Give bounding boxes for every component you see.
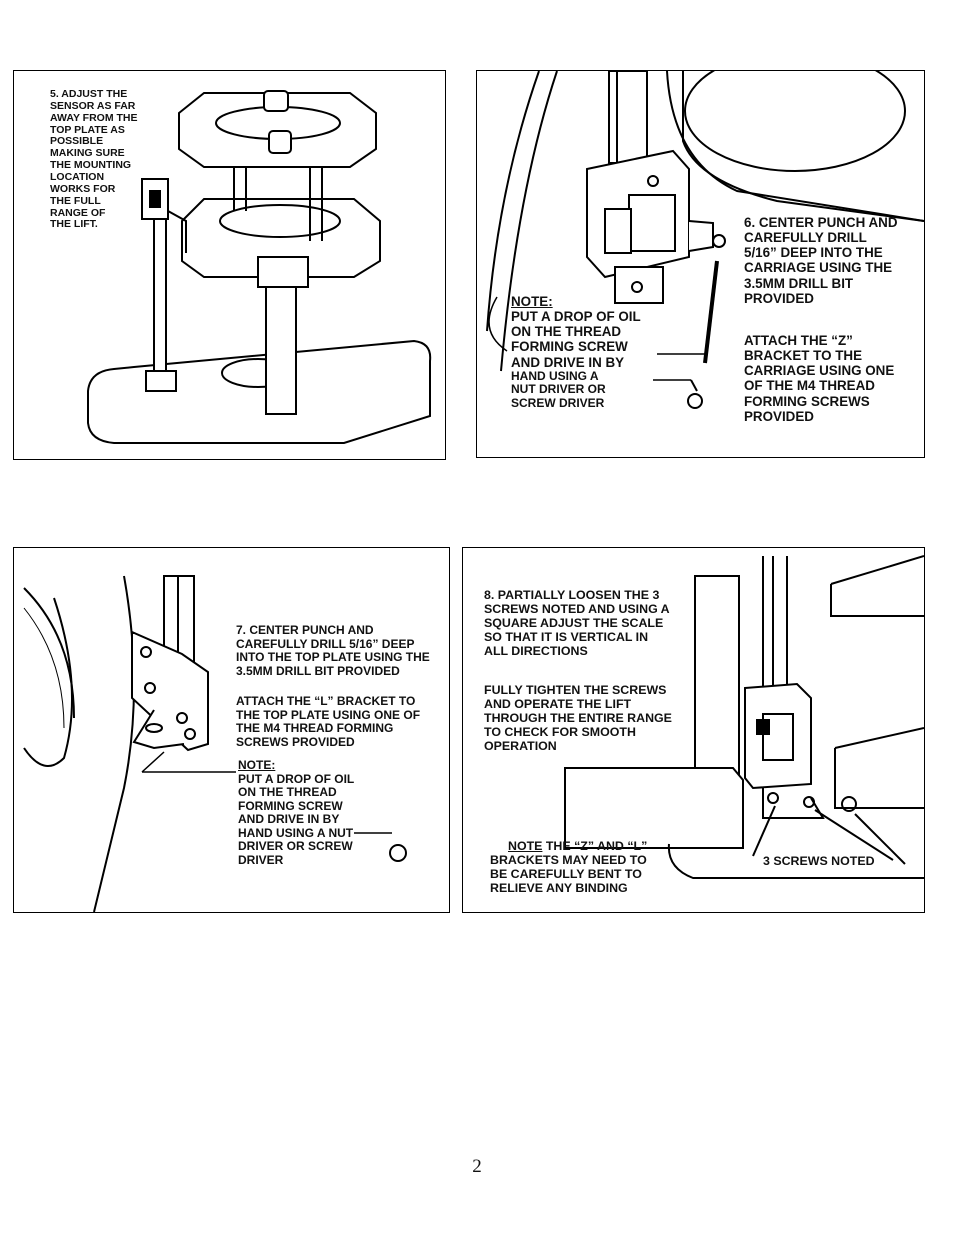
step-7-line: INTO THE TOP PLATE USING THE (236, 650, 430, 665)
tighten-line: AND OPERATE THE LIFT (484, 697, 632, 712)
note-line: RELIEVE ANY BINDING (490, 881, 628, 896)
step-7-line: CAREFULLY DRILL 5/16” DEEP (236, 636, 415, 651)
attach-l-bracket-text: ATTACH THE “L” BRACKET TO THE TOP PLATE … (236, 694, 421, 749)
step-7-illustration (23, 575, 407, 912)
note-line: ON THE THREAD (511, 324, 622, 340)
note-line: BRACKETS MAY NEED TO (490, 853, 647, 868)
step-5-line: MAKING SURE (50, 147, 125, 160)
step-5-line: 5. ADJUST THE (50, 88, 128, 100)
note-line: AND DRIVE IN BY (238, 812, 340, 827)
tighten-line: THROUGH THE ENTIRE RANGE (484, 711, 672, 726)
note-line: NUT DRIVER OR (511, 382, 606, 397)
step-5-line: SENSOR AS FAR (50, 99, 136, 112)
step-6-text: 6. CENTER PUNCH AND CAREFULLY DRILL 5/16… (744, 215, 898, 306)
step-8-line: SO THAT IT IS VERTICAL IN (484, 630, 649, 645)
attach-l-line: ATTACH THE “L” BRACKET TO (236, 694, 416, 708)
figure-step-7: 7. CENTER PUNCH AND CAREFULLY DRILL 5/16… (13, 547, 450, 913)
note-line: ON THE THREAD (238, 785, 337, 800)
step-5-line: POSSIBLE (50, 135, 104, 148)
step-5-line: TOP PLATE AS (50, 123, 125, 136)
step-8-line: SQUARE ADJUST THE SCALE (484, 616, 664, 631)
step-6-line: CARRIAGE USING THE (744, 260, 893, 276)
attach-l-line: THE M4 THREAD FORMING (236, 721, 394, 736)
attach-z-line: ATTACH THE “Z” (744, 333, 853, 348)
note-line: DRIVER (238, 852, 284, 867)
step-6-line: 6. CENTER PUNCH AND (744, 215, 898, 230)
step-5-line: AWAY FROM THE (50, 111, 138, 124)
step-5-line: THE FULL (50, 194, 101, 207)
screws-noted-label: 3 SCREWS NOTED (763, 854, 875, 868)
tighten-line: OPERATION (484, 739, 557, 754)
step-5-line: THE LIFT. (50, 218, 98, 231)
step-8-note: NOTE THE “Z” AND “L” BRACKETS MAY NEED T… (490, 839, 647, 895)
note-line: FORMING SCREW (511, 339, 628, 355)
step-5-line: LOCATION (50, 171, 105, 184)
tighten-line: FULLY TIGHTEN THE SCREWS (484, 683, 667, 697)
step-7-note: NOTE: PUT A DROP OF OIL ON THE THREAD FO… (238, 758, 355, 867)
note-line: PUT A DROP OF OIL (238, 771, 355, 786)
screws-noted-text: 3 SCREWS NOTED (763, 854, 875, 868)
step-8-text: 8. PARTIALLY LOOSEN THE 3 SCREWS NOTED A… (484, 588, 670, 658)
figure-step-5: 5. ADJUST THE SENSOR AS FAR AWAY FROM TH… (13, 70, 446, 460)
note-line: DRIVER OR SCREW (238, 839, 353, 854)
step-5-illustration (87, 90, 432, 444)
step-6-note: NOTE: PUT A DROP OF OIL ON THE THREAD FO… (511, 294, 641, 410)
step-8-line: SCREWS NOTED AND USING A (484, 602, 670, 617)
step-7-line: 3.5MM DRILL BIT PROVIDED (236, 663, 400, 678)
step-8-illustration (564, 555, 924, 879)
step-6-line: 3.5MM DRILL BIT (744, 275, 854, 291)
attach-z-line: CARRIAGE USING ONE (744, 363, 895, 379)
note-line: BE CAREFULLY BENT TO (490, 867, 642, 882)
note-heading: NOTE (508, 839, 543, 853)
step-8-line: 8. PARTIALLY LOOSEN THE 3 (484, 588, 660, 602)
note-line: SCREW DRIVER (511, 395, 605, 410)
step-5-line: THE MOUNTING (50, 159, 132, 172)
step-7-line: 7. CENTER PUNCH AND (236, 623, 374, 637)
step-8-line: ALL DIRECTIONS (484, 644, 588, 659)
note-heading: NOTE: (511, 294, 553, 309)
step-5-line: WORKS FOR (50, 182, 116, 195)
note-line: HAND USING A (511, 368, 599, 383)
figure-step-6: 6. CENTER PUNCH AND CAREFULLY DRILL 5/16… (476, 70, 925, 458)
step-6-illustration (486, 71, 924, 409)
attach-z-line: FORMING SCREWS (744, 393, 870, 409)
note-line: AND DRIVE IN BY (511, 354, 625, 370)
figure-step-8: 8. PARTIALLY LOOSEN THE 3 SCREWS NOTED A… (462, 547, 925, 913)
attach-l-line: THE TOP PLATE USING ONE OF (236, 707, 421, 722)
attach-z-bracket-text: ATTACH THE “Z” BRACKET TO THE CARRIAGE U… (744, 333, 894, 424)
tighten-line: TO CHECK FOR SMOOTH (484, 725, 636, 740)
note-first-line: NOTE THE “Z” AND “L” (490, 839, 647, 853)
step-6-line: CAREFULLY DRILL (744, 230, 867, 246)
note-first-rest: THE “Z” AND “L” (542, 839, 648, 853)
step-5-text: 5. ADJUST THE SENSOR AS FAR AWAY FROM TH… (50, 88, 138, 231)
page-number: 2 (472, 1156, 482, 1177)
step-5-line: RANGE OF (50, 206, 106, 219)
attach-z-line: BRACKET TO THE (744, 348, 863, 364)
step-6-line: PROVIDED (744, 290, 814, 306)
attach-z-line: PROVIDED (744, 408, 814, 424)
attach-z-line: OF THE M4 THREAD (744, 378, 875, 394)
note-line: FORMING SCREW (238, 798, 343, 813)
note-line: HAND USING A NUT (238, 825, 354, 840)
note-heading: NOTE: (238, 758, 276, 772)
step-7-text: 7. CENTER PUNCH AND CAREFULLY DRILL 5/16… (236, 623, 430, 678)
tighten-text: FULLY TIGHTEN THE SCREWS AND OPERATE THE… (484, 683, 672, 753)
attach-l-line: SCREWS PROVIDED (236, 734, 355, 749)
step-6-line: 5/16” DEEP INTO THE (744, 245, 883, 261)
note-line: PUT A DROP OF OIL (511, 309, 641, 325)
